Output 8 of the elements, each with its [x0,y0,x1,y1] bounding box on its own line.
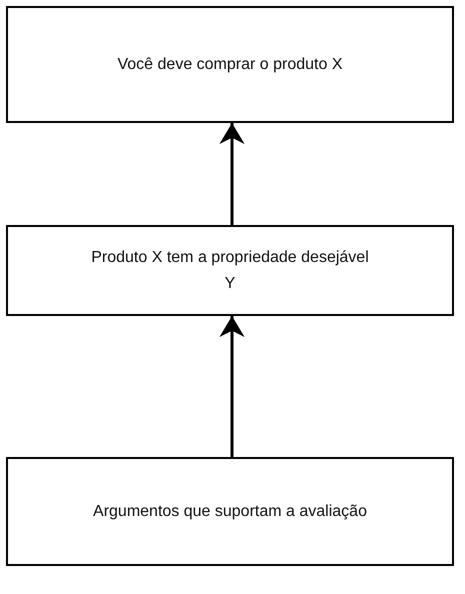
arrow [219,316,245,457]
text-box [6,457,454,566]
text-box [6,225,454,316]
box-text: Você deve comprar o produto X [117,54,343,74]
text-box [6,6,454,123]
box-text: Produto X tem a propriedade desejável Y [90,248,370,294]
box-text: Argumentos que suportam a avaliação [93,502,367,522]
arrow [219,123,245,225]
